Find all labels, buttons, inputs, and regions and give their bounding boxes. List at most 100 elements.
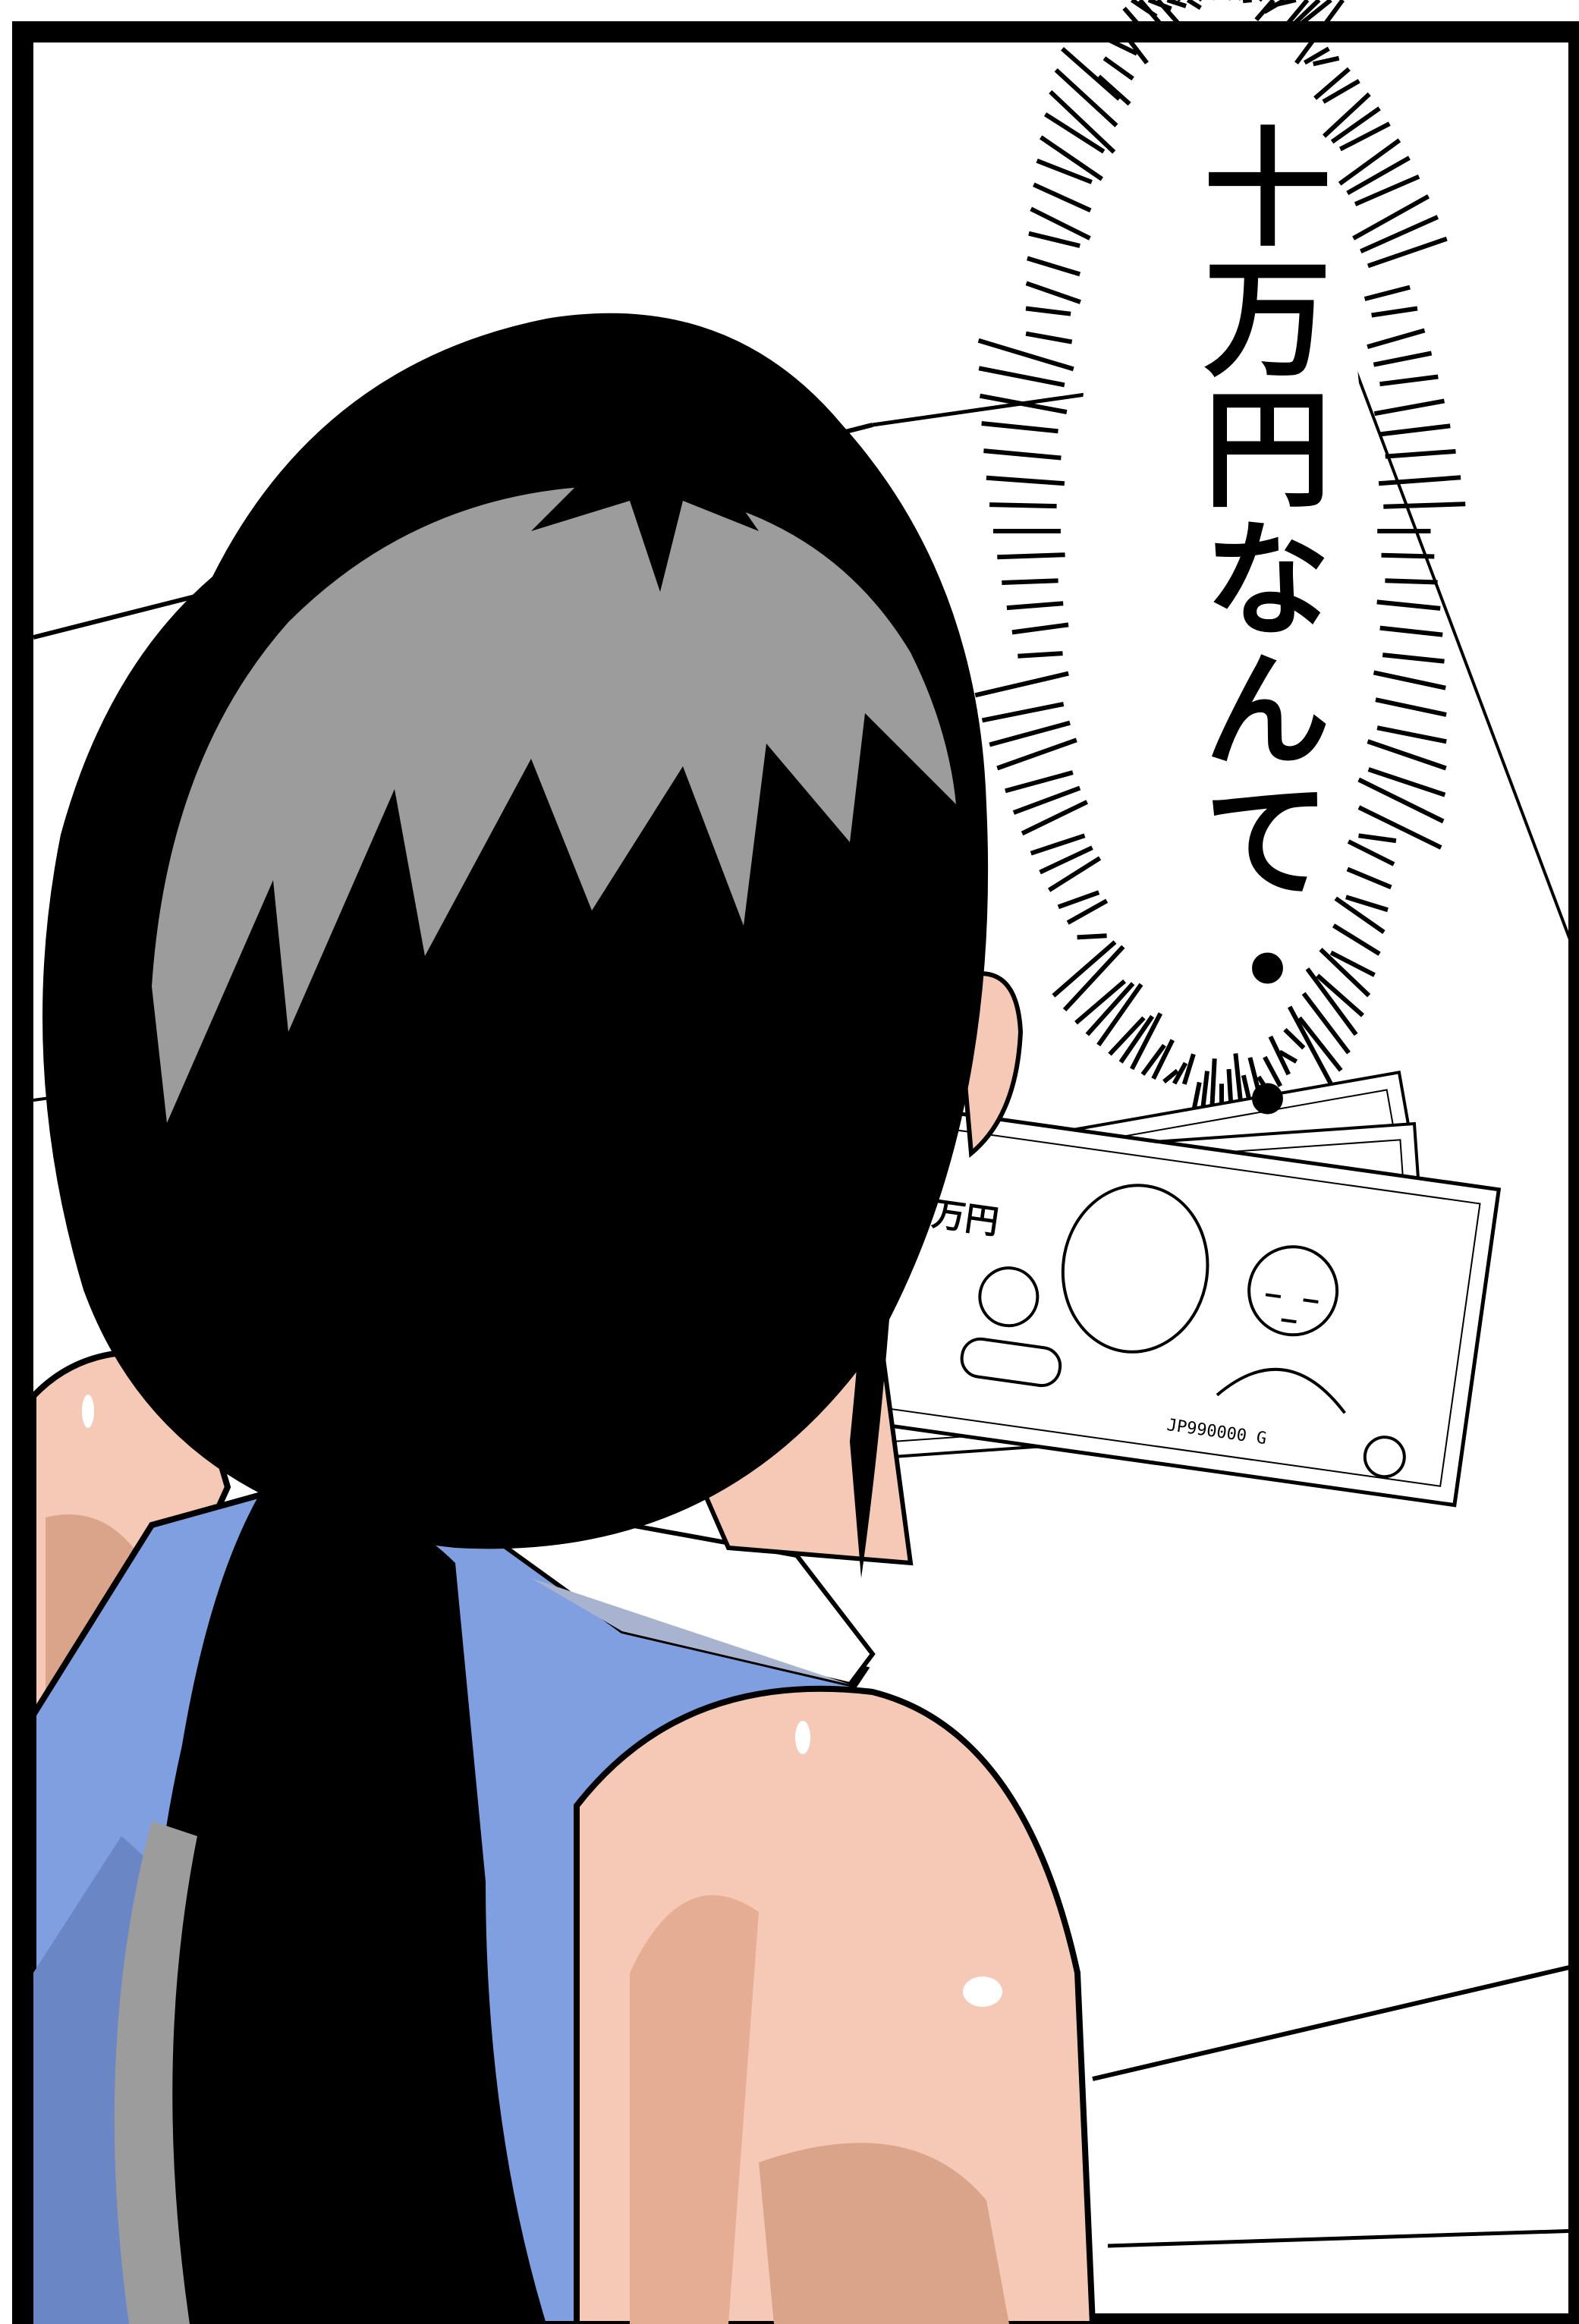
emphasis-line xyxy=(989,502,1057,509)
emphasis-line xyxy=(1012,785,1081,815)
emphasis-line xyxy=(1367,236,1448,269)
emphasis-line xyxy=(1385,448,1456,459)
emphasis-line xyxy=(1162,1068,1179,1084)
emphasis-line xyxy=(1357,777,1445,824)
emphasis-line xyxy=(1378,475,1461,486)
banknote-front: 万円 JP990000 G xyxy=(851,1102,1502,1508)
emphasis-line xyxy=(1115,22,1149,64)
banknote-stack: 万円 JP990000 G xyxy=(837,1070,1502,1508)
emphasis-line xyxy=(1102,56,1134,81)
emphasis-line xyxy=(1043,112,1106,154)
emphasis-line xyxy=(1385,578,1438,585)
emphasis-line xyxy=(981,702,1065,723)
speech-text: 十万円なんて・・ xyxy=(1182,121,1331,1165)
speech-bubble xyxy=(1077,46,1366,1017)
emphasis-line xyxy=(1025,306,1071,316)
emphasis-line xyxy=(1322,79,1360,104)
emphasis-line xyxy=(1347,839,1395,866)
emphasis-line xyxy=(1030,206,1091,241)
emphasis-line xyxy=(1294,0,1345,64)
emphasis-line xyxy=(1373,351,1433,367)
emphasis-line xyxy=(1367,328,1426,349)
emphasis-line xyxy=(1330,106,1381,144)
emphasis-line xyxy=(1074,979,1127,1025)
emphasis-line xyxy=(1122,6,1153,42)
emphasis-line xyxy=(1130,1012,1163,1071)
emphasis-line xyxy=(989,720,1071,747)
emphasis-line xyxy=(1181,1053,1196,1085)
emphasis-line xyxy=(997,552,1065,560)
emphasis-line xyxy=(1332,923,1381,956)
banknote-denomination: 万円 xyxy=(929,1194,1001,1242)
emphasis-line xyxy=(1085,982,1135,1036)
emphasis-line xyxy=(1371,306,1418,318)
emphasis-line xyxy=(974,671,1069,698)
emphasis-line xyxy=(981,421,1058,434)
emphasis-line xyxy=(1156,0,1182,27)
emphasis-line xyxy=(1268,1035,1291,1076)
emphasis-line xyxy=(1140,1043,1166,1076)
emphasis-line xyxy=(1061,46,1121,101)
emphasis-line xyxy=(1033,182,1092,213)
emphasis-line xyxy=(1036,159,1093,184)
emphasis-line xyxy=(1011,622,1069,635)
emphasis-line xyxy=(1322,92,1371,138)
emphasis-line xyxy=(1054,68,1118,127)
emphasis-line xyxy=(979,393,1068,415)
emphasis-line xyxy=(1275,0,1310,39)
emphasis-line xyxy=(1334,896,1386,935)
emphasis-line xyxy=(1186,0,1202,10)
emphasis-line xyxy=(1066,898,1109,925)
emphasis-line xyxy=(1263,1055,1283,1087)
emphasis-line xyxy=(1005,770,1074,794)
emphasis-line xyxy=(1006,601,1064,611)
emphasis-line xyxy=(1303,46,1330,65)
emphasis-line xyxy=(983,448,1062,461)
emphasis-line xyxy=(1379,625,1443,637)
emphasis-line xyxy=(1039,845,1093,875)
emphasis-line xyxy=(1025,281,1081,304)
emphasis-line xyxy=(1346,866,1392,890)
emphasis-line xyxy=(1297,1016,1343,1072)
emphasis-line xyxy=(1283,1027,1306,1050)
emphasis-line xyxy=(1367,767,1446,797)
emphasis-line xyxy=(978,366,1065,388)
emphasis-line xyxy=(986,475,1065,486)
emphasis-line xyxy=(1138,0,1168,32)
emphasis-line xyxy=(1057,890,1100,910)
emphasis-line xyxy=(1287,1005,1335,1089)
emphasis-line xyxy=(1097,74,1131,106)
emphasis-line xyxy=(1257,1075,1274,1099)
emphasis-line xyxy=(1278,1049,1298,1064)
emphasis-line xyxy=(1338,121,1391,152)
emphasis-line xyxy=(1367,739,1447,771)
emphasis-line xyxy=(1301,992,1351,1055)
emphasis-line xyxy=(1373,398,1445,417)
emphasis-line xyxy=(1151,1039,1175,1080)
emphasis-line xyxy=(1049,90,1116,154)
emphasis-line xyxy=(1172,1061,1188,1085)
emphasis-line xyxy=(1021,800,1089,836)
emphasis-line xyxy=(1354,174,1420,206)
emphasis-line xyxy=(1379,374,1439,387)
emphasis-line xyxy=(1313,67,1351,100)
emphasis-line xyxy=(1283,0,1321,35)
emphasis-line xyxy=(1108,1016,1146,1056)
emphasis-line xyxy=(1329,950,1376,977)
emphasis-line xyxy=(1379,423,1451,437)
emphasis-line xyxy=(1352,194,1430,241)
emphasis-line xyxy=(1118,1014,1155,1064)
emphasis-line xyxy=(1376,725,1447,744)
emphasis-line xyxy=(1358,833,1397,844)
emphasis-line xyxy=(1291,0,1332,32)
emphasis-line xyxy=(1272,0,1297,8)
emphasis-line xyxy=(1040,135,1103,181)
emphasis-line xyxy=(1028,231,1080,248)
emphasis-line xyxy=(1052,940,1117,998)
emphasis-line xyxy=(1381,552,1435,559)
emphasis-line xyxy=(977,338,1074,372)
emphasis-line xyxy=(996,737,1077,771)
emphasis-line xyxy=(1346,156,1411,196)
emphasis-line xyxy=(1345,895,1389,913)
